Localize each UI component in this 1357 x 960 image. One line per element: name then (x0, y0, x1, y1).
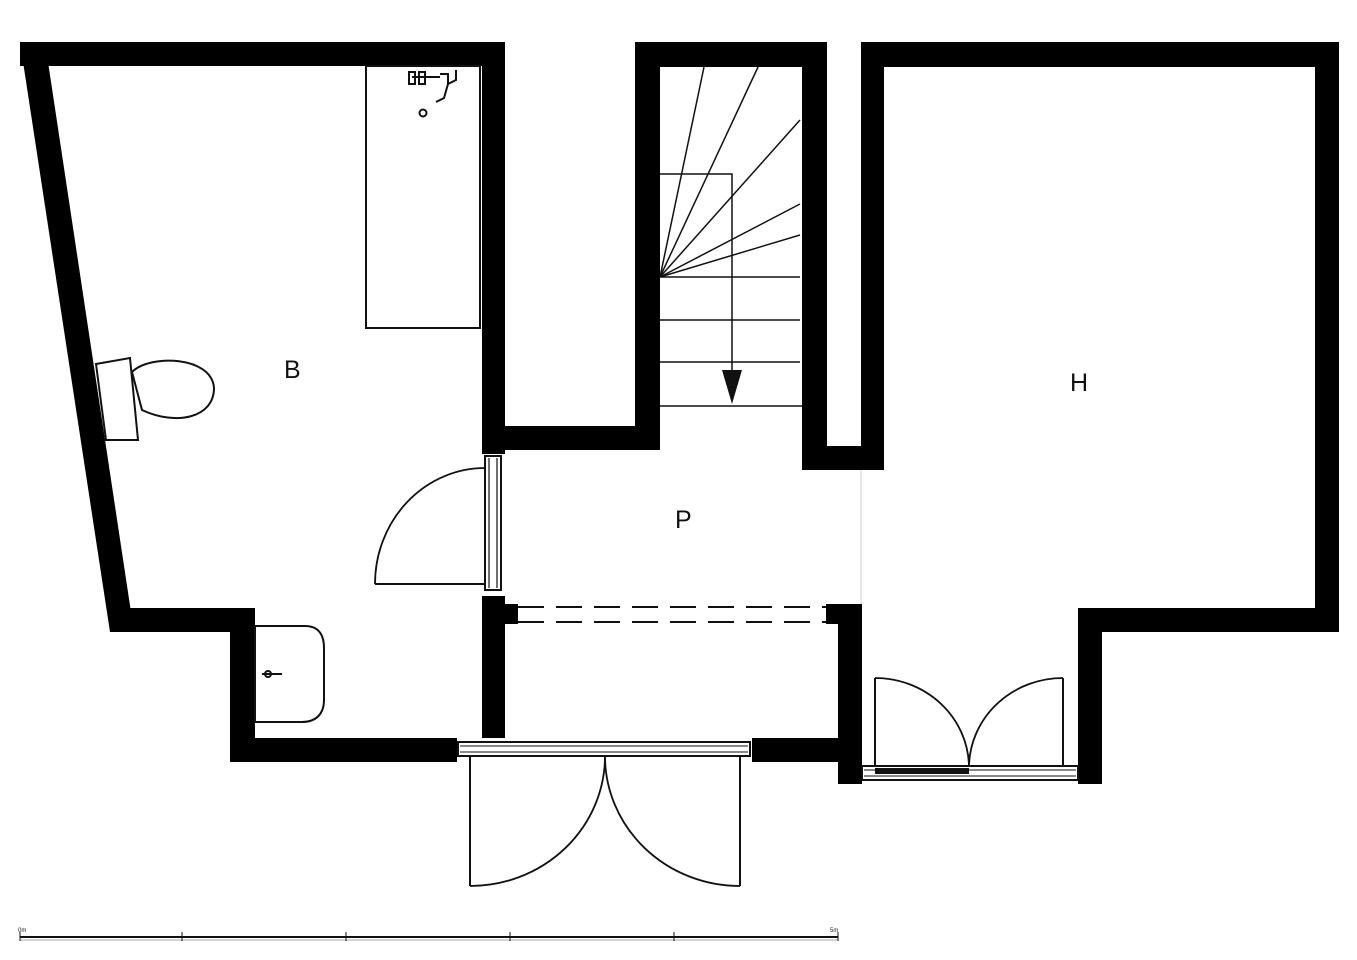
scale-bar-end-label: 5m (830, 928, 838, 934)
entrance-door-swing-left (469, 755, 606, 887)
toilet-cistern (94, 356, 140, 441)
wall-bathroom-right-upper (482, 42, 505, 454)
toilet-bowl (130, 359, 216, 420)
wall-stair-left (635, 42, 660, 450)
stair-direction-arrow-icon (722, 370, 742, 404)
bathtub-drain-icon (418, 108, 428, 118)
wash-basin (254, 625, 325, 723)
toilet (94, 356, 216, 441)
wall-stair-top (635, 42, 827, 67)
room-label-hall: H (1070, 369, 1088, 397)
wall-bathroom-step-side (230, 608, 255, 762)
wall-bathroom-right-lower (482, 596, 505, 738)
wall-entrance-right (838, 604, 862, 784)
scale-bar: 0m 5m (18, 928, 839, 941)
bathtub (365, 65, 481, 329)
entrance-double-door (457, 741, 751, 887)
wall-bathroom-top (20, 42, 505, 66)
wash-basin-outline (254, 625, 325, 723)
wall-bathroom-bottom (230, 738, 457, 762)
wall-hall-bottom-right (1078, 608, 1339, 632)
wall-stair-right (802, 42, 827, 470)
wall-bathroom-left (20, 42, 134, 632)
hall-door-swing-left (874, 677, 970, 767)
wall-hall-right (1315, 42, 1339, 632)
walls (20, 42, 1339, 784)
wall-passage-top (482, 426, 660, 450)
bath-mixer-tap-icon (408, 70, 457, 103)
staircase (659, 66, 802, 407)
scale-bar-start-label: 0m (18, 928, 26, 934)
hall-door-threshold-fill (875, 768, 969, 774)
basin-tap-icon (262, 670, 282, 678)
wall-passage-stub-right (826, 604, 862, 624)
hall-double-door (861, 677, 1079, 781)
bathroom-door-swing (374, 467, 486, 585)
hall-door-swing-right (968, 677, 1064, 767)
wall-passage-stub-left (482, 604, 518, 624)
wall-hall-top (861, 42, 1339, 67)
wall-hall-bottom-step (1078, 608, 1102, 784)
passage-threshold (518, 606, 826, 623)
room-label-bathroom: B (284, 356, 301, 384)
wall-hall-left (861, 42, 884, 470)
room-label-passage: P (675, 506, 692, 534)
stair-walkline (660, 173, 733, 380)
bathtub-outline (365, 65, 481, 329)
entrance-door-sill (457, 741, 751, 757)
entrance-door-swing-right (604, 755, 741, 887)
bathroom-door (374, 455, 502, 591)
bathroom-door-frame (484, 455, 502, 591)
